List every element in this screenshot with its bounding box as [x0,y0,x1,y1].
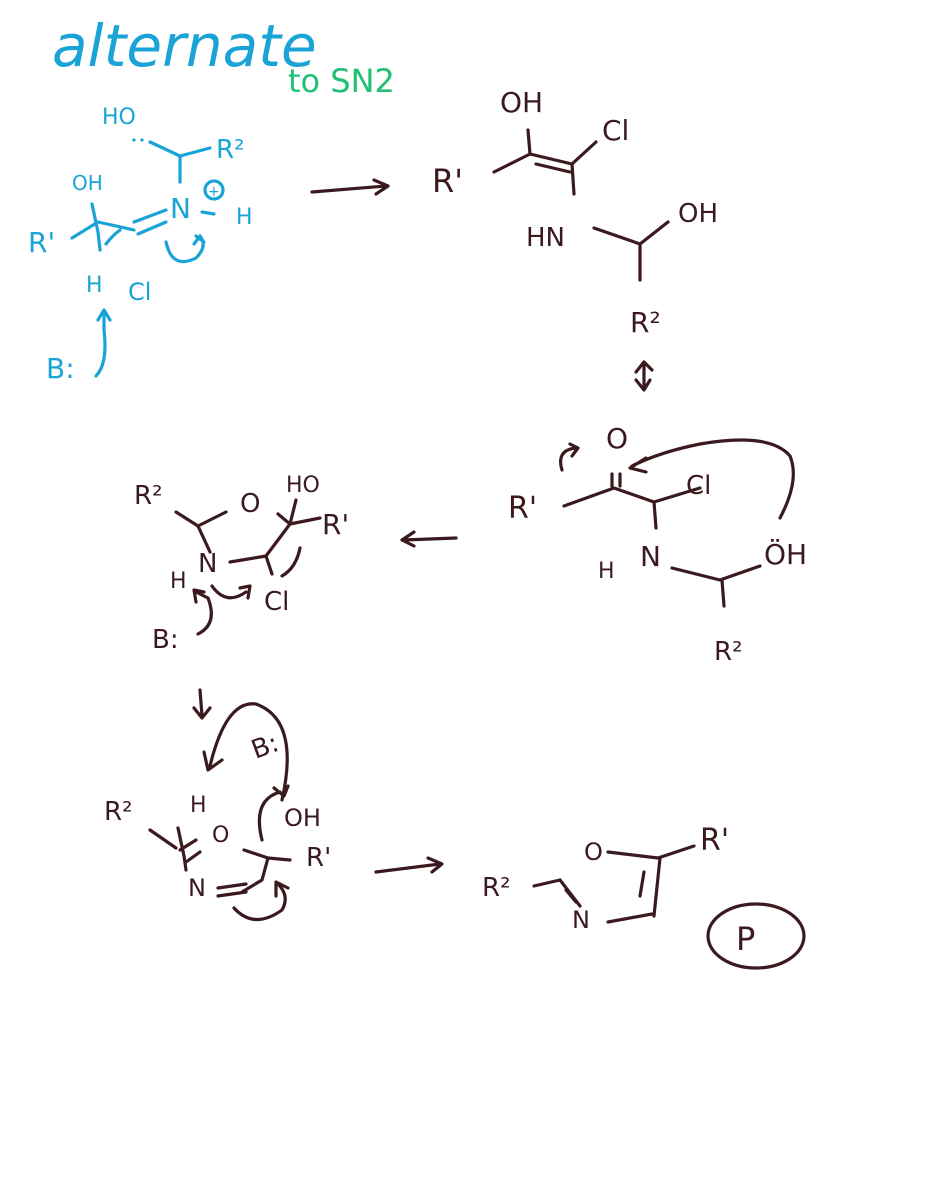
label-r2: R² [134,481,163,511]
label-r1: R' [432,162,463,200]
step3-keto-intermediate: O Cl R' H N ÖH R² [508,422,807,667]
reaction-arrow-3 [192,688,212,720]
reaction-arrow-4 [374,856,444,874]
step5-dehydration-intermediate: B: R² H O OH R' N [104,702,331,922]
title-alternate: alternate [52,12,317,80]
step4-cyclic-intermediate: R² O HO R' H N Cl B: [134,473,349,655]
label-mark: P [736,920,755,958]
label-n: N [170,192,191,225]
label-o: O [212,823,229,848]
label-ho: HO [102,105,136,130]
label-r2: R² [714,637,743,667]
reaction-arrow-1 [310,178,390,196]
label-h: H [190,793,207,818]
label-o: O [584,838,603,866]
product-oxazole: R² O R' N P [482,823,806,970]
label-oh-right: OH [678,199,718,229]
label-n: N [198,549,217,579]
label-r2: R² [482,873,511,903]
label-r1: R' [700,823,729,858]
label-base: B: [152,625,179,655]
label-n: N [572,906,590,934]
label-ho: HO [286,473,320,498]
label-hn: HN [526,223,565,253]
step1-protonated-intermediate: HO R² OH N + H R' H Cl B: [28,105,253,385]
product-mark-icon: P [706,902,806,970]
step2-enol-intermediate: OH Cl R' HN OH R² [432,86,718,339]
label-r1: R' [322,508,349,541]
label-r1: R' [28,226,55,259]
label-cl: Cl [686,471,711,501]
label-r2: R² [104,797,133,827]
label-cl: Cl [128,278,151,306]
label-r2: R² [630,306,661,339]
label-r2: R² [216,135,245,165]
label-o: O [606,422,628,455]
label-cl: Cl [602,114,629,147]
label-n: N [640,540,661,573]
label-oh: OH [284,804,321,832]
positive-charge-icon [203,179,225,201]
label-h: H [598,559,615,584]
title-to-sn2: to SN2 [288,62,395,100]
label-plus: + [208,184,220,200]
label-h: H [86,273,103,298]
label-n: N [188,874,206,902]
resonance-arrow [634,360,654,392]
label-base: B: [46,352,75,385]
label-oh: ÖH [764,537,807,571]
reaction-arrow-2 [400,530,458,548]
label-h: H [170,569,187,594]
label-r1: R' [306,843,331,873]
label-oh-top: OH [500,86,543,119]
label-oh: OH [72,171,103,195]
label-r1: R' [508,491,537,526]
label-o: O [240,489,260,519]
label-h-n: H [236,205,253,230]
label-cl: Cl [264,587,289,617]
label-base: B: [247,728,282,765]
